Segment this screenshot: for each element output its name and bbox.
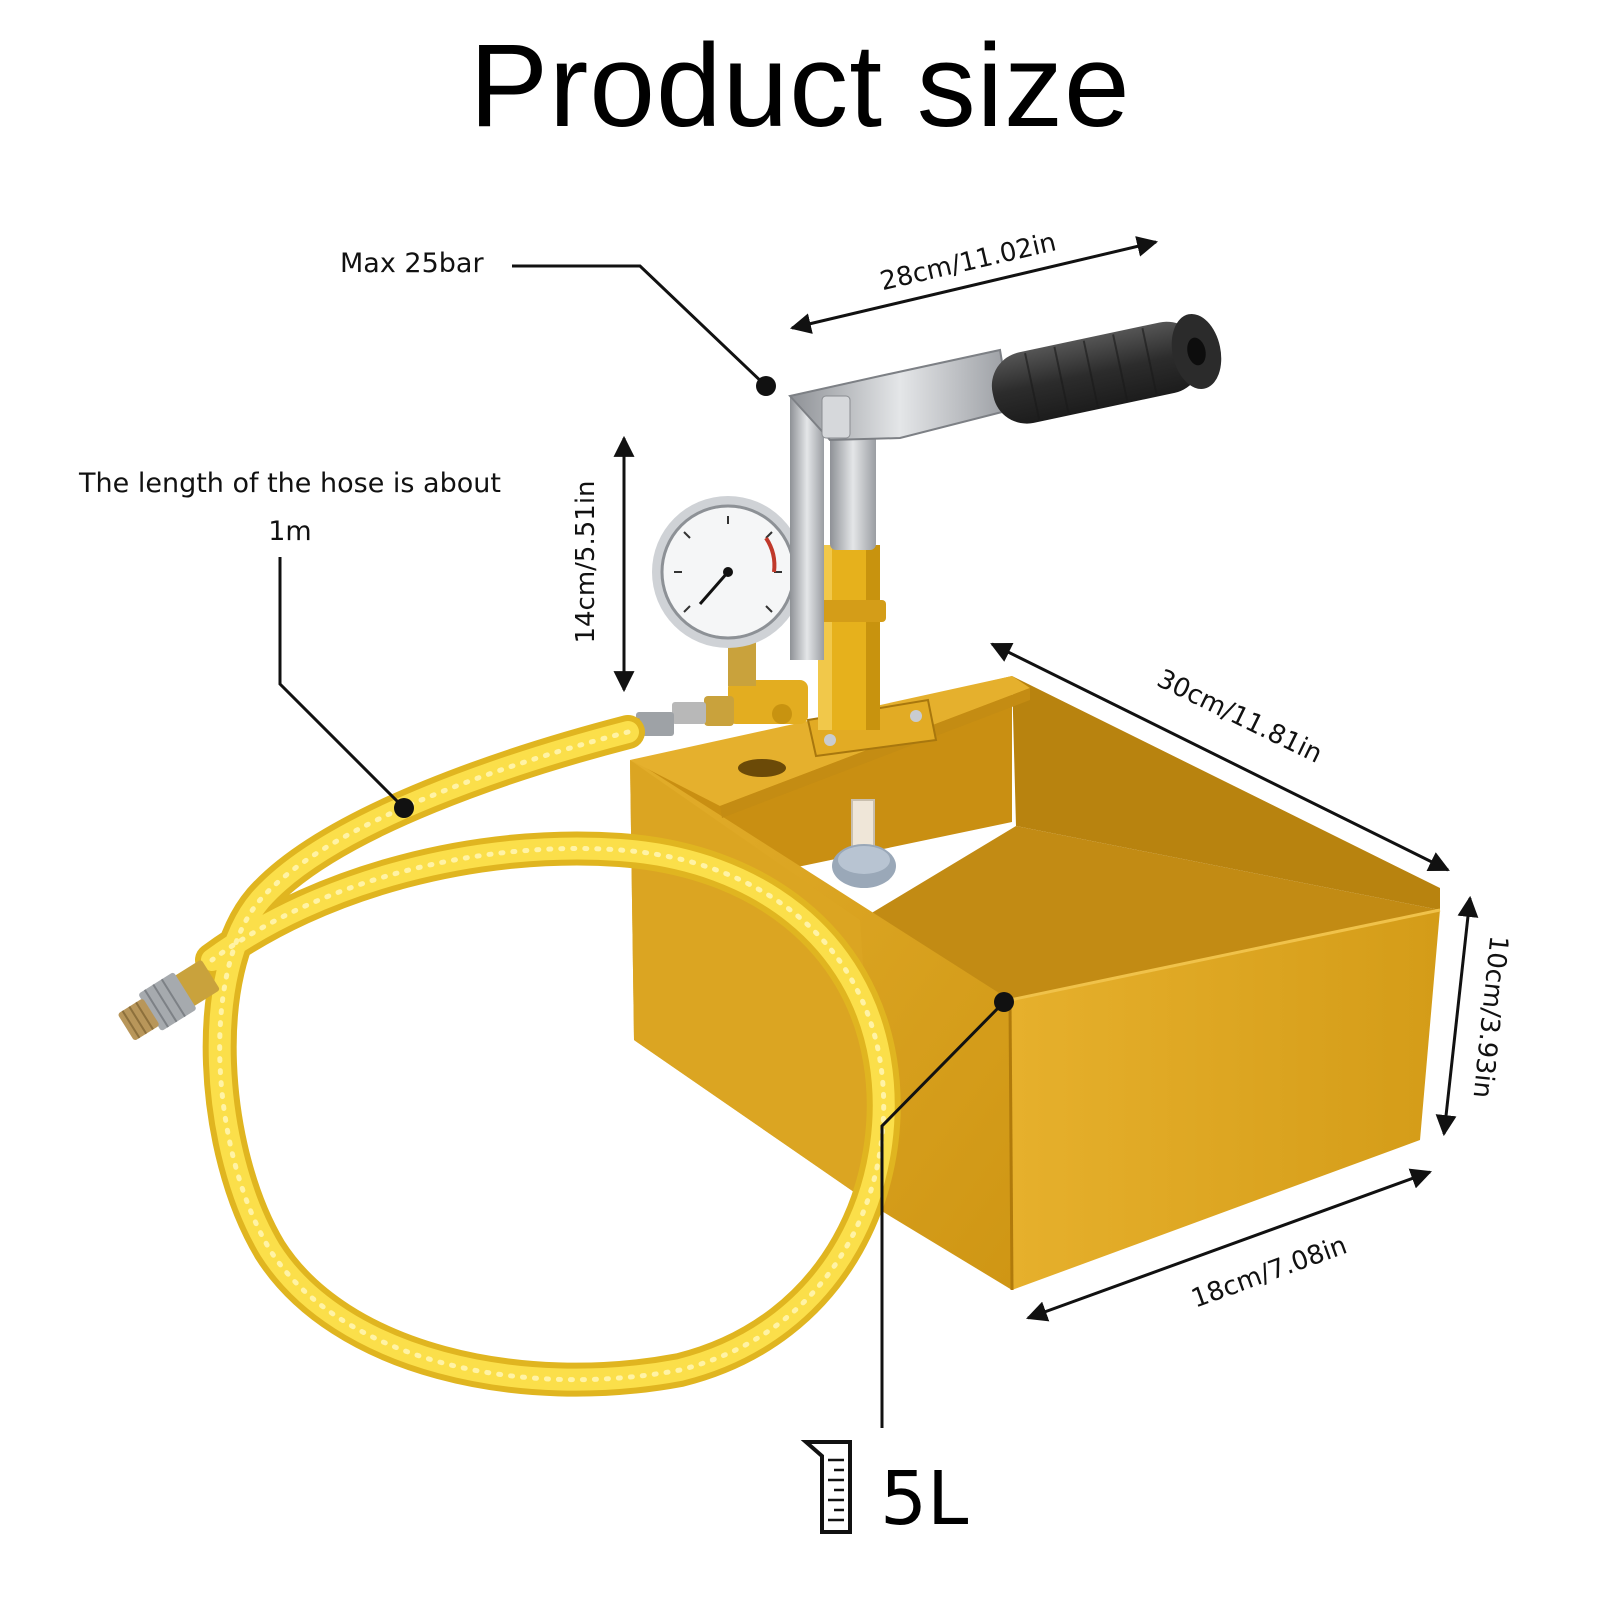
pressure-callout-line bbox=[512, 264, 768, 388]
box-width-arrow bbox=[1026, 1168, 1432, 1322]
fill-hole bbox=[738, 759, 786, 777]
hose-callout-dot bbox=[394, 798, 414, 818]
hose-connector bbox=[118, 960, 220, 1040]
handle-grip bbox=[991, 313, 1222, 424]
dimension-arrows bbox=[613, 236, 1479, 1322]
pressure-callout-dot bbox=[756, 376, 776, 396]
measuring-cup-icon bbox=[800, 1440, 852, 1534]
box-length-arrow bbox=[990, 642, 1450, 872]
pump-cylinder bbox=[818, 545, 880, 730]
box-height-arrow bbox=[1435, 895, 1479, 1137]
water-tank bbox=[630, 676, 1441, 1291]
capacity-label: 5L bbox=[880, 1456, 969, 1542]
pump-handle bbox=[788, 313, 1222, 660]
callout-dots bbox=[394, 376, 1014, 1012]
capacity-callout-dot bbox=[994, 992, 1014, 1012]
pressure-label: Max 25bar bbox=[340, 248, 484, 279]
box-height-label: 10cm/3.93in bbox=[1467, 934, 1514, 1099]
piston bbox=[832, 799, 896, 888]
pump-height-label: 14cm/5.51in bbox=[571, 480, 601, 643]
hose-length-label: The length of the hose is about 1m bbox=[60, 460, 520, 556]
callout-lines bbox=[278, 264, 1006, 1428]
hose-length-line2: 1m bbox=[268, 516, 312, 547]
box-width-label: 18cm/7.08in bbox=[1188, 1231, 1351, 1315]
handle-width-arrow bbox=[789, 236, 1159, 334]
pressure-gauge bbox=[652, 496, 804, 686]
box-length-label: 30cm/11.81in bbox=[1152, 664, 1327, 770]
hose-callout-line bbox=[278, 557, 406, 810]
hose-length-line1: The length of the hose is about bbox=[79, 468, 501, 499]
capacity-callout-line bbox=[880, 1000, 1006, 1428]
page-title: Product size bbox=[469, 20, 1131, 152]
hose bbox=[195, 715, 901, 1397]
